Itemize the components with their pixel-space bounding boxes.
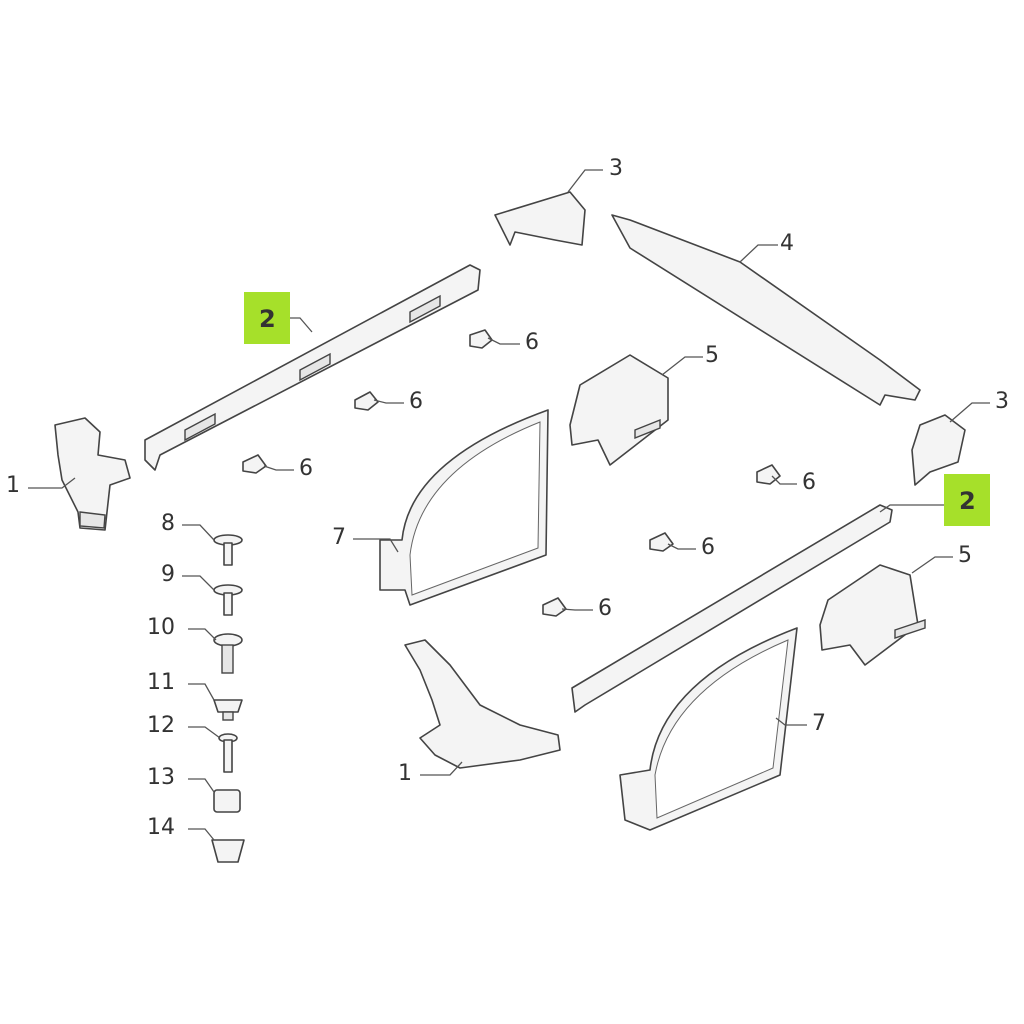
callout-4: 4 (780, 231, 794, 256)
callout-3: 3 (995, 389, 1009, 414)
callout-6: 6 (409, 389, 423, 414)
part-3-top-bracket[interactable] (494, 191, 586, 246)
part-5-lower-cover[interactable] (819, 564, 926, 666)
clips-6[interactable] (242, 329, 781, 617)
part-4-rear-rail[interactable] (611, 214, 921, 406)
callout-6: 6 (598, 596, 612, 621)
callout-6: 6 (299, 456, 313, 481)
part-2-right-rail[interactable] (571, 504, 893, 713)
callout-14: 14 (147, 815, 175, 840)
callout-6: 6 (802, 470, 816, 495)
callout-8: 8 (161, 511, 175, 536)
highlight-badge-2-right (944, 474, 990, 526)
callout-2: 2 (259, 305, 276, 333)
callout-6: 6 (701, 535, 715, 560)
callout-9: 9 (161, 562, 175, 587)
callout-1: 1 (398, 761, 412, 786)
highlight-badge-2-left (244, 292, 290, 344)
callout-5: 5 (705, 343, 719, 368)
part-5-upper-cover[interactable] (569, 354, 669, 466)
callout-10: 10 (147, 615, 175, 640)
fasteners[interactable] (211, 534, 245, 863)
callout-13: 13 (147, 765, 175, 790)
callout-11: 11 (147, 670, 175, 695)
callout-3: 3 (609, 156, 623, 181)
callout-12: 12 (147, 713, 175, 738)
callout-5: 5 (958, 543, 972, 568)
part-1-left-bracket[interactable] (54, 417, 131, 531)
leader-lines (28, 169, 990, 841)
part-1-lower-bracket[interactable] (404, 639, 561, 769)
callout-7: 7 (812, 711, 826, 736)
part-2-left-rail[interactable] (144, 264, 481, 471)
part-7-right-panel[interactable] (619, 627, 798, 831)
part-7-left-panel[interactable] (379, 409, 549, 606)
callout-7: 7 (332, 525, 346, 550)
callout-1: 1 (6, 473, 20, 498)
callout-6: 6 (525, 330, 539, 355)
callout-2: 2 (959, 487, 976, 515)
part-3-right-bracket[interactable] (911, 414, 966, 486)
